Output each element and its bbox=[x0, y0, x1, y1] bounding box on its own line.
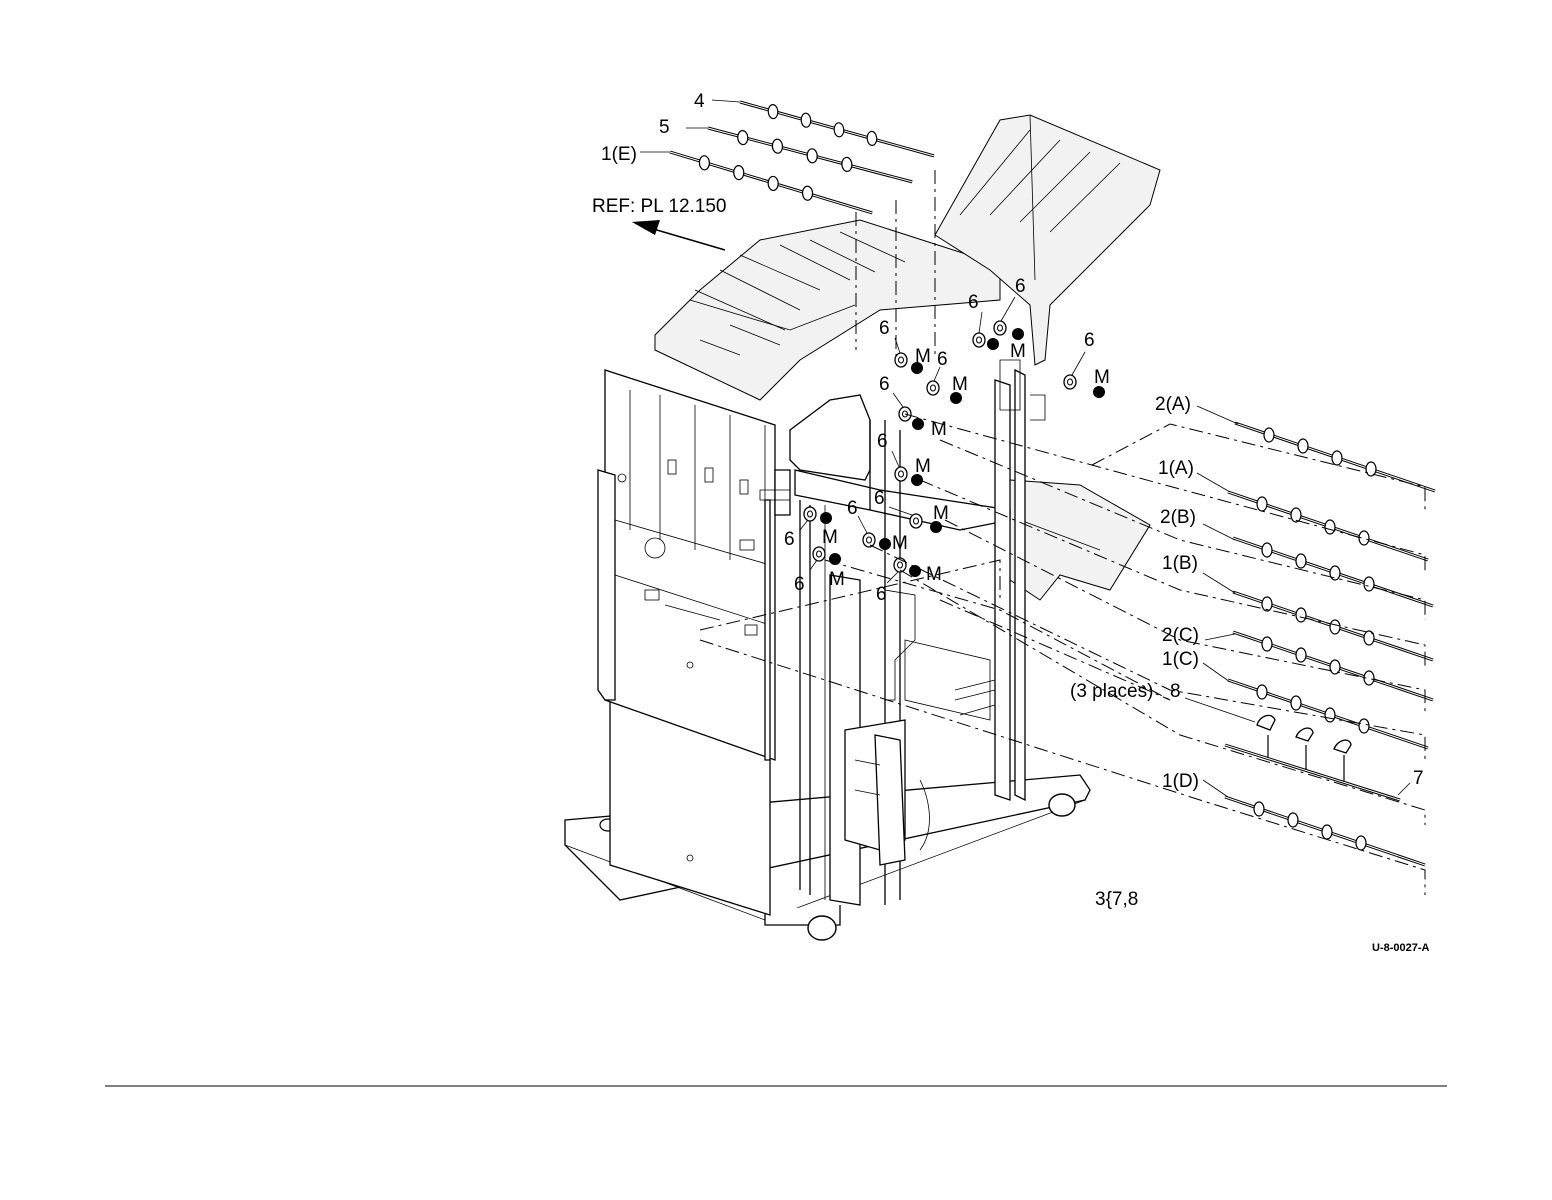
callout-2c: 2(C) bbox=[1162, 625, 1199, 646]
caster-wheel bbox=[1049, 794, 1075, 816]
callout-2a: 2(A) bbox=[1155, 394, 1191, 415]
callout-6: 6 bbox=[937, 349, 948, 370]
callout-m: M bbox=[931, 419, 947, 440]
callout-7: 7 bbox=[1413, 768, 1424, 789]
ref-arrow bbox=[632, 220, 725, 250]
callout-6: 6 bbox=[1084, 330, 1095, 351]
callout-3: 3{7,8 bbox=[1095, 889, 1138, 910]
callout-m: M bbox=[952, 374, 968, 395]
ref-label: REF: PL 12.150 bbox=[592, 196, 726, 217]
callout-2b: 2(B) bbox=[1160, 507, 1196, 528]
callout-1a: 1(A) bbox=[1158, 458, 1194, 479]
figure-id: U-8-0027-A bbox=[1372, 942, 1430, 954]
callout-6: 6 bbox=[784, 529, 795, 550]
callout-6: 6 bbox=[876, 584, 887, 605]
callout-6: 6 bbox=[877, 431, 888, 452]
caster-wheel bbox=[808, 916, 836, 940]
callout-8: 8 bbox=[1170, 681, 1181, 702]
callout-6: 6 bbox=[847, 498, 858, 519]
callout-1b: 1(B) bbox=[1162, 553, 1198, 574]
callout-1c: 1(C) bbox=[1162, 649, 1199, 670]
callout-6: 6 bbox=[794, 574, 805, 595]
shaft-1d bbox=[1225, 797, 1425, 865]
callout-m: M bbox=[933, 503, 949, 524]
callout-6: 6 bbox=[968, 292, 979, 313]
shaft-4 bbox=[740, 88, 934, 170]
callout-5: 5 bbox=[659, 117, 670, 138]
callout-6: 6 bbox=[879, 374, 890, 395]
callout-m: M bbox=[822, 527, 838, 548]
callout-m: M bbox=[915, 456, 931, 477]
callout-6: 6 bbox=[879, 318, 890, 339]
shaft-1c bbox=[1228, 680, 1428, 748]
callout-m: M bbox=[915, 346, 931, 367]
shaft-5 bbox=[708, 114, 912, 196]
shaft-1a bbox=[1228, 492, 1428, 560]
callout-m: M bbox=[1094, 367, 1110, 388]
callout-1d: 1(D) bbox=[1162, 771, 1199, 792]
shaft-2b bbox=[1233, 538, 1433, 606]
clip-8 bbox=[1257, 715, 1351, 753]
callout-m: M bbox=[1010, 341, 1026, 362]
shaft-1b bbox=[1233, 592, 1433, 660]
callout-m: M bbox=[926, 564, 942, 585]
shaft-2a bbox=[1235, 423, 1435, 491]
callout-m: M bbox=[829, 569, 845, 590]
callout-6: 6 bbox=[874, 488, 885, 509]
callout-1e: 1(E) bbox=[601, 144, 637, 165]
shaft-7 bbox=[1225, 735, 1400, 800]
callout-3-places: (3 places) bbox=[1070, 681, 1153, 702]
callout-m: M bbox=[892, 533, 908, 554]
callout-4: 4 bbox=[694, 91, 705, 112]
callout-6: 6 bbox=[1015, 276, 1026, 297]
finisher-machine bbox=[565, 115, 1160, 940]
